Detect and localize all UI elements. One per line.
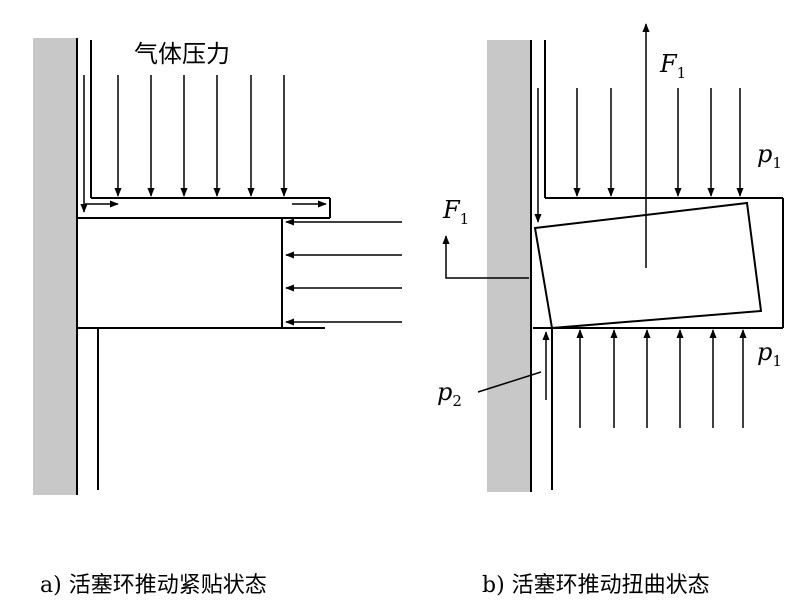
label-p1-top: p1 — [757, 140, 782, 172]
gas-pressure-arrows-a — [114, 75, 288, 197]
cylinder-wall-a — [33, 38, 77, 495]
force-f1-arrow-left — [442, 235, 529, 279]
caption-a: a) 活塞环推动紧贴状态 — [40, 573, 267, 598]
label-f1-left: F1 — [442, 196, 469, 228]
gas-pressure-label: 气体压力 — [134, 40, 230, 68]
side-pressure-arrows-a — [285, 218, 402, 326]
label-f1-top: F1 — [659, 50, 686, 82]
caption-b: b) 活塞环推动扭曲状态 — [482, 573, 710, 598]
bottom-pressure-arrows-b — [542, 329, 747, 428]
piston-ring-a — [76, 217, 283, 329]
piston-outline-b — [533, 40, 784, 490]
diagram-a: 气体压力 a) 活塞环推动紧贴状态 — [33, 38, 402, 598]
cylinder-wall-b — [487, 40, 531, 492]
p2-leader-line — [477, 371, 542, 393]
gap-arrows-a — [80, 75, 327, 213]
twisted-piston-ring-b — [533, 201, 763, 330]
label-p2: p2 — [437, 378, 462, 410]
diagram-b: F1 F1 p1 p1 p2 b) 活塞环推动扭曲状态 — [437, 23, 784, 598]
top-pressure-arrows-b — [534, 88, 744, 223]
label-p1-bottom: p1 — [757, 338, 782, 370]
